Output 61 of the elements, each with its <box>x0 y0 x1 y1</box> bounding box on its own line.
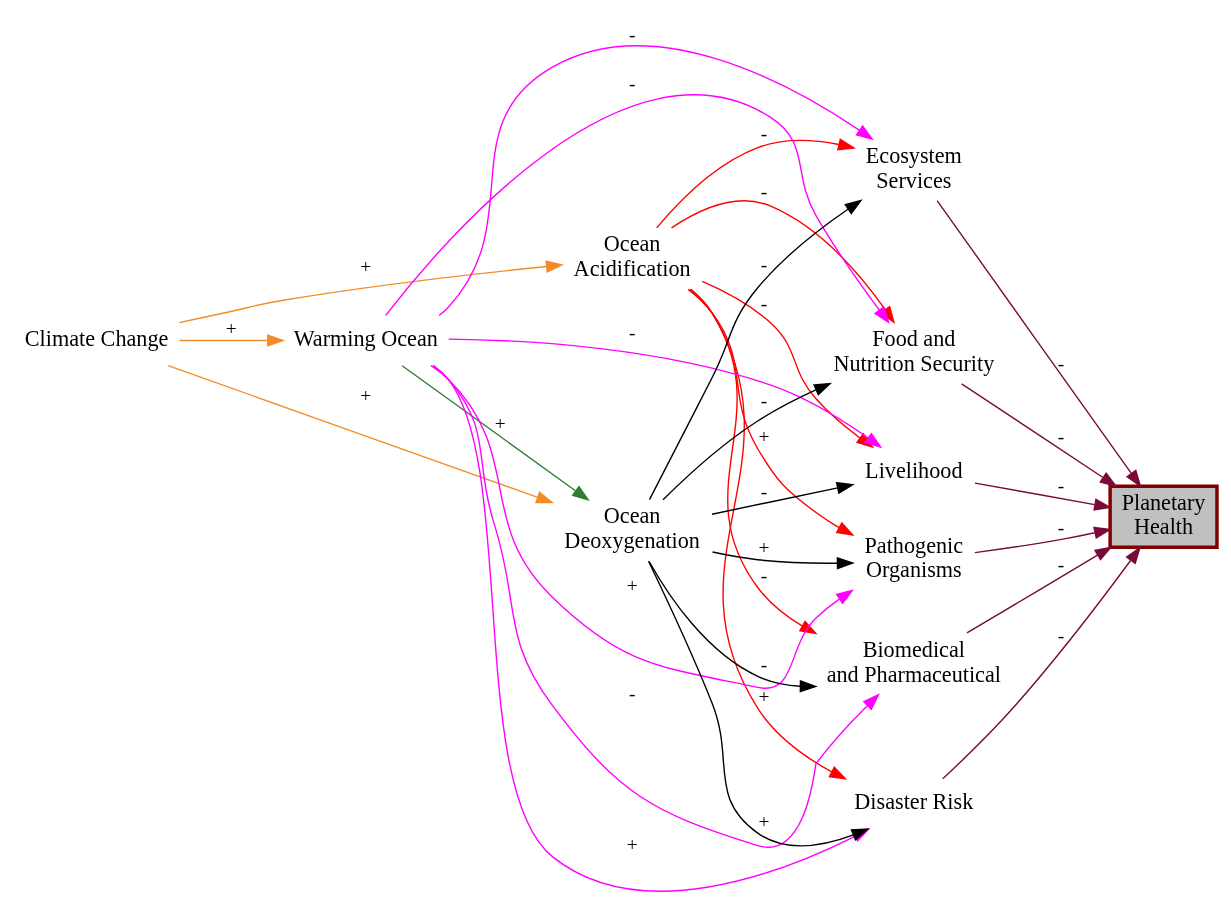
node-text: Ocean Deoxygenation <box>564 502 700 553</box>
arrow <box>648 198 863 500</box>
edge-label: - <box>760 653 768 675</box>
edge-label: - <box>1057 553 1065 575</box>
node-text: Disaster Risk <box>854 788 974 814</box>
arrow <box>438 44 874 316</box>
arrow <box>711 550 855 570</box>
arrow <box>687 288 855 536</box>
arrow <box>974 481 1113 511</box>
edge-label: - <box>628 321 636 343</box>
edge-label: - <box>628 23 636 45</box>
edge-label: + <box>758 425 770 447</box>
arrow <box>178 259 564 323</box>
arrow <box>942 545 1142 779</box>
arrow <box>974 526 1113 553</box>
edge-label: - <box>1057 624 1065 646</box>
arrow <box>711 481 855 515</box>
arrow <box>167 364 555 503</box>
edge-label: - <box>1057 516 1065 538</box>
edge-label: + <box>360 255 372 277</box>
arrow <box>401 364 590 501</box>
node-text: Biomedical and Pharmaceutical <box>826 636 1001 687</box>
edge-label: + <box>626 574 638 596</box>
edge-label: - <box>760 480 768 502</box>
arrow <box>656 137 856 229</box>
node-text: Ocean Acidification <box>573 230 691 281</box>
arrow <box>960 382 1118 487</box>
edge-label: - <box>760 122 768 144</box>
edge-label: + <box>758 685 770 707</box>
edge-label: + <box>494 412 506 434</box>
node-text: Food and Nutrition Security <box>833 325 995 376</box>
edge-label: - <box>760 564 768 586</box>
edge-label: - <box>1057 425 1065 447</box>
arrow <box>662 382 833 500</box>
edge-label: - <box>760 180 768 202</box>
arrow <box>690 288 848 780</box>
edge-label: + <box>758 536 770 558</box>
edge-label: + <box>626 833 638 855</box>
node-box: Planetary Health <box>1108 483 1219 549</box>
arrow <box>430 364 855 689</box>
arrow <box>689 288 818 634</box>
edge-label: + <box>225 317 237 339</box>
node-text: Pathogenic Organisms <box>864 532 964 582</box>
arrow <box>178 333 286 347</box>
edge-label: - <box>760 292 768 314</box>
arrow <box>936 199 1142 488</box>
edge-label: + <box>360 384 372 406</box>
node-text: Warming Ocean <box>293 325 438 351</box>
edge-label: - <box>760 253 768 275</box>
edge-label: + <box>758 810 770 832</box>
edge-label: - <box>628 682 636 704</box>
arrow <box>648 560 818 693</box>
edge-label: - <box>1057 474 1065 496</box>
arrow <box>385 93 890 324</box>
node-text: Livelihood <box>865 457 963 483</box>
node-text: Climate Change <box>24 325 169 351</box>
node-text: Ecosystem Services <box>865 142 962 193</box>
edge-label: - <box>760 389 768 411</box>
arrow <box>966 545 1113 634</box>
edge-label: - <box>628 72 636 94</box>
edge-label: - <box>1057 352 1065 374</box>
